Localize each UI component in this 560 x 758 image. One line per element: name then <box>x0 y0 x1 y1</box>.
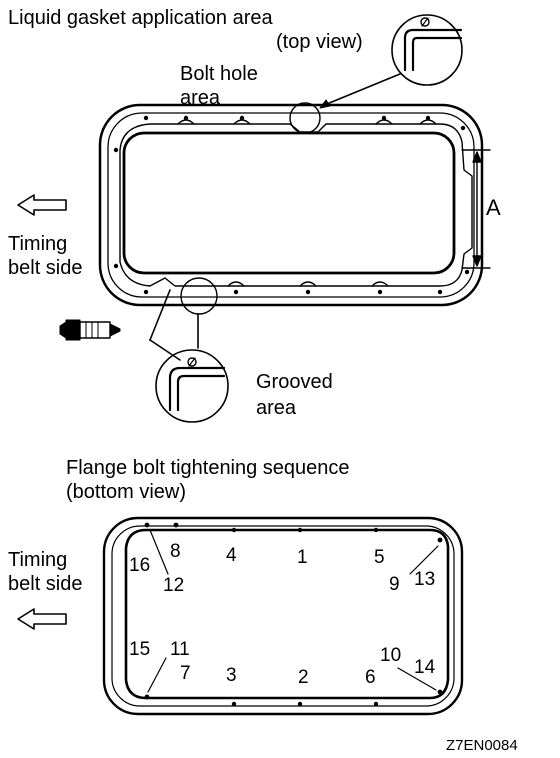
gasket-tube-icon <box>59 319 121 341</box>
dimension-a-arrow <box>461 149 491 269</box>
sequence-number: 1 <box>297 547 308 568</box>
bolt-hole-label-line2: area <box>180 87 221 109</box>
bolt-hole-leader <box>321 73 401 107</box>
top-view-detail <box>391 14 463 86</box>
sequence-number: 16 <box>129 555 151 576</box>
sequence-number: 14 <box>414 657 436 678</box>
gasket-title-line2: (top view) <box>276 31 363 53</box>
sequence-number: 8 <box>170 541 181 562</box>
sequence-number: 6 <box>365 667 376 688</box>
oil-pan-bottom-view <box>102 516 464 716</box>
sequence-number: 2 <box>298 667 309 688</box>
grooved-label-line2: area <box>256 397 297 419</box>
sequence-number: 12 <box>163 575 185 596</box>
sequence-number: 9 <box>389 574 400 595</box>
tightening-title-line2: (bottom view) <box>66 481 187 503</box>
sequence-number: 13 <box>414 569 436 590</box>
timing-belt-label-top-line1: Timing <box>8 233 68 255</box>
oil-pan-top-view <box>98 102 484 315</box>
sequence-number: 7 <box>180 663 191 684</box>
timing-belt-label-top-line2: belt side <box>8 257 83 279</box>
sequence-number: 11 <box>170 639 190 660</box>
sequence-number: 5 <box>374 547 385 568</box>
tightening-title-line1: Flange bolt tightening sequence <box>66 457 350 479</box>
bolt-hole-label-line1: Bolt hole <box>180 63 258 85</box>
grooved-area-detail <box>155 349 229 423</box>
gasket-title-line1: Liquid gasket application area <box>8 7 273 29</box>
sequence-number: 3 <box>226 665 237 686</box>
timing-belt-label-bottom-line1: Timing <box>8 549 68 571</box>
dimension-a-label: A <box>486 195 501 220</box>
grooved-label-line1: Grooved <box>256 371 333 393</box>
timing-belt-arrow-top <box>17 194 67 216</box>
sequence-number: 10 <box>380 645 402 666</box>
timing-belt-arrow-bottom <box>17 608 67 630</box>
sequence-number: 15 <box>129 639 151 660</box>
figure-code: Z7EN0084 <box>446 737 518 754</box>
grooved-leader <box>149 339 181 361</box>
sequence-number: 4 <box>226 545 237 566</box>
timing-belt-label-bottom-line2: belt side <box>8 573 83 595</box>
